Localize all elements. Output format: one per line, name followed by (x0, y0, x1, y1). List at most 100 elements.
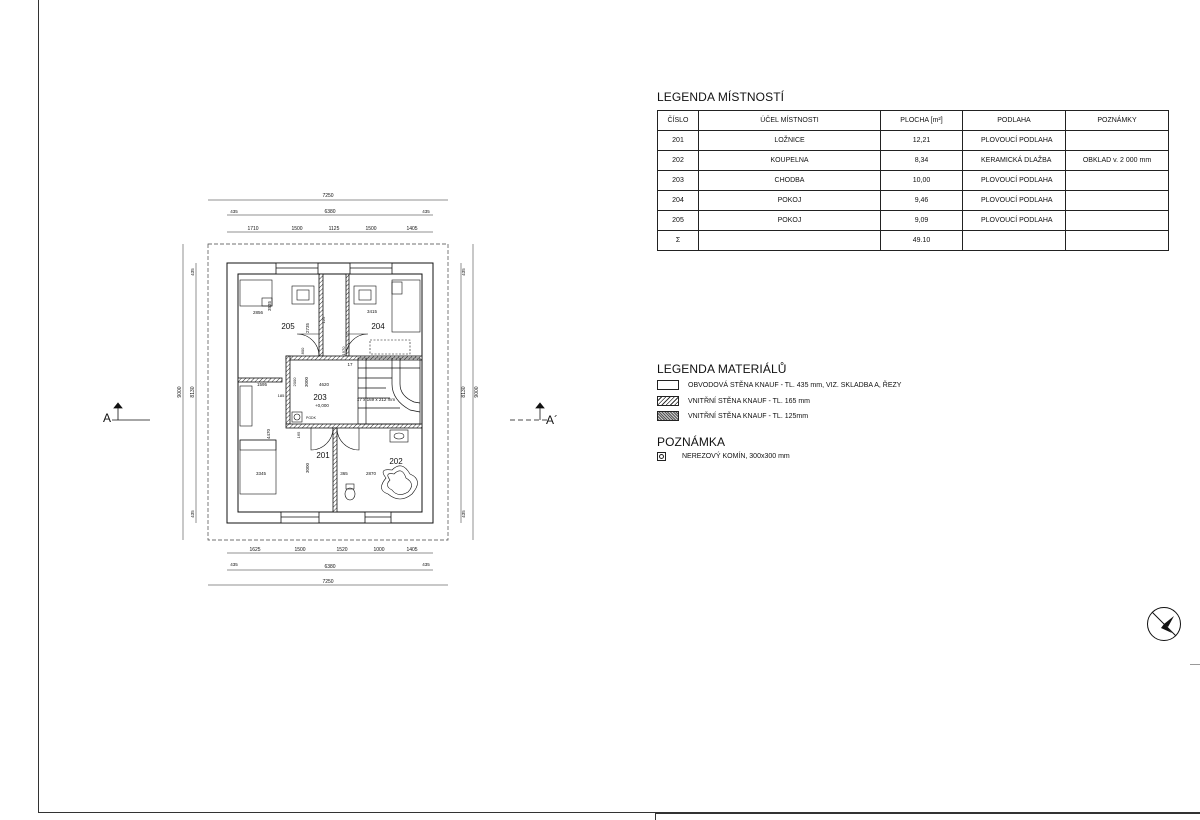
material-label: VNITŘNÍ STĚNA KNAUF - TL. 165 mm (688, 397, 811, 405)
note-label: NEREZOVÝ KOMÍN, 300x300 mm (682, 452, 790, 460)
room-legend-title: LEGENDA MÍSTNOSTÍ (657, 90, 785, 104)
room-dim: 3000 (305, 462, 310, 473)
dim-left-wall-bottom: 435 (190, 510, 195, 518)
room-dim: 4470 (266, 428, 271, 439)
dim-top-wall-left: 435 (230, 209, 238, 214)
cell: KERAMICKÁ DLAŽBA (962, 150, 1066, 171)
misc-dim: 1595 (257, 382, 268, 387)
section-label-right: A´ (546, 413, 558, 427)
stairs-label: 17 x 169 x 212 mm (357, 397, 396, 402)
misc-dim: 1970 (341, 346, 346, 356)
room-legend-table: ČÍSLO ÚČEL MÍSTNOSTI PLOCHA [m²] PODLAHA… (657, 110, 1169, 251)
material-legend-title: LEGENDA MATERIÁLŮ (657, 362, 787, 376)
cell: 49.10 (880, 230, 963, 251)
dim-bottom-seg: 1000 (373, 547, 384, 553)
misc-dim: 165 (296, 431, 301, 438)
room-dim: 3345 (256, 471, 267, 476)
dim-bottom-overall: 7250 (322, 579, 333, 585)
dim-left-wall-top: 435 (190, 268, 195, 276)
cell: PLOVOUCÍ PODLAHA (962, 170, 1066, 191)
table-row: 202 KOUPELNA 8,34 KERAMICKÁ DLAŽBA OBKLA… (657, 150, 1169, 171)
room-dim: 2870 (366, 471, 377, 476)
material-label: OBVODOVÁ STĚNA KNAUF - TL. 435 mm, VIZ. … (688, 381, 902, 389)
cell: 9,09 (880, 210, 963, 231)
cell: PLOVOUCÍ PODLAHA (962, 190, 1066, 211)
table-row: 201 LOŽNICE 12,21 PLOVOUCÍ PODLAHA (657, 130, 1169, 151)
cell: Σ (657, 230, 699, 251)
dim-top-seg: 1500 (291, 226, 302, 232)
col-header: ČÍSLO (657, 110, 699, 131)
roof-outline (207, 243, 449, 541)
windows (275, 262, 393, 524)
cell: 12,21 (880, 130, 963, 151)
material-swatch (657, 396, 679, 406)
cell: OBKLAD v. 2 000 mm (1065, 150, 1169, 171)
cell: PLOVOUCÍ PODLAHA (962, 130, 1066, 151)
cell (962, 230, 1066, 251)
cell (1065, 210, 1169, 231)
chimney-label: PGDK (306, 416, 317, 420)
cell: 9,46 (880, 190, 963, 211)
section-label-left: A (103, 411, 111, 425)
dim-bottom-seg: 1500 (294, 547, 305, 553)
room-number-201: 201 (316, 451, 330, 460)
material-swatch (657, 380, 679, 390)
cell: 201 (657, 130, 699, 151)
table-row: 203 CHODBA 10,00 PLOVOUCÍ PODLAHA (657, 170, 1169, 191)
misc-dim: 185 (278, 393, 285, 398)
cell: 204 (657, 190, 699, 211)
col-header: ÚČEL MÍSTNOSTI (698, 110, 881, 131)
dim-bottom-seg: 1405 (406, 547, 417, 553)
cell (698, 230, 881, 251)
floor-plan: 7250 6380 435 435 1710 1500 1125 1500 14… (103, 193, 558, 586)
chimney-icon (657, 451, 666, 461)
room-dim: 2735 (305, 322, 310, 333)
room-level: +0,000 (315, 403, 329, 408)
note-title: POZNÁMKA (657, 435, 726, 449)
material-item: OBVODOVÁ STĚNA KNAUF - TL. 435 mm, VIZ. … (657, 379, 901, 391)
dim-left-overall: 9000 (177, 386, 183, 397)
room-number-205: 205 (281, 322, 295, 331)
dim-bottom-wall-left: 435 (230, 562, 238, 567)
dim-top-seg: 1405 (406, 226, 417, 232)
note-item: NEREZOVÝ KOMÍN, 300x300 mm (657, 450, 790, 462)
exterior-wall-inner (237, 273, 423, 513)
dim-right-inner: 8130 (461, 386, 467, 397)
dim-left-inner: 8130 (190, 386, 196, 397)
col-header: PLOCHA [m²] (880, 110, 963, 131)
cell (1065, 230, 1169, 251)
furniture (239, 279, 421, 501)
dim-bottom-seg: 1625 (249, 547, 260, 553)
room-dim: 2856 (253, 310, 264, 315)
dim-top-wall-right: 435 (422, 209, 430, 214)
dim-top-inner: 6380 (324, 209, 335, 215)
room-dim: 365 (340, 471, 348, 476)
dim-top-overall: 7250 (322, 193, 333, 199)
dimension-lines (182, 199, 474, 586)
dim-top-seg: 1500 (365, 226, 376, 232)
dim-bottom-wall-right: 435 (422, 562, 430, 567)
material-swatch (657, 411, 679, 421)
staircase (357, 357, 421, 425)
cell: 202 (657, 150, 699, 171)
cell: LOŽNICE (698, 130, 881, 151)
cell: POKOJ (698, 210, 881, 231)
dim-right-overall: 9000 (474, 386, 480, 397)
table-header-row: ČÍSLO ÚČEL MÍSTNOSTI PLOCHA [m²] PODLAHA… (657, 110, 1169, 131)
sheet-border (38, 0, 1200, 813)
misc-dim: 800 (300, 347, 305, 354)
dim-top-seg: 1125 (329, 226, 340, 232)
misc-dim: 2000 (292, 377, 297, 387)
col-header: PODLAHA (962, 110, 1066, 131)
cell: 8,34 (880, 150, 963, 171)
interior-walls (237, 273, 423, 513)
material-item: VNITŘNÍ STĚNA KNAUF - TL. 125mm (657, 410, 808, 422)
dim-right-wall-top: 435 (461, 268, 466, 276)
door-swings (296, 333, 369, 451)
dim-bottom-seg: 1520 (336, 547, 347, 553)
cell: CHODBA (698, 170, 881, 191)
table-row: 205 POKOJ 9,09 PLOVOUCÍ PODLAHA (657, 210, 1169, 231)
cell: PLOVOUCÍ PODLAHA (962, 210, 1066, 231)
section-markers (112, 402, 548, 421)
cell (1065, 170, 1169, 191)
